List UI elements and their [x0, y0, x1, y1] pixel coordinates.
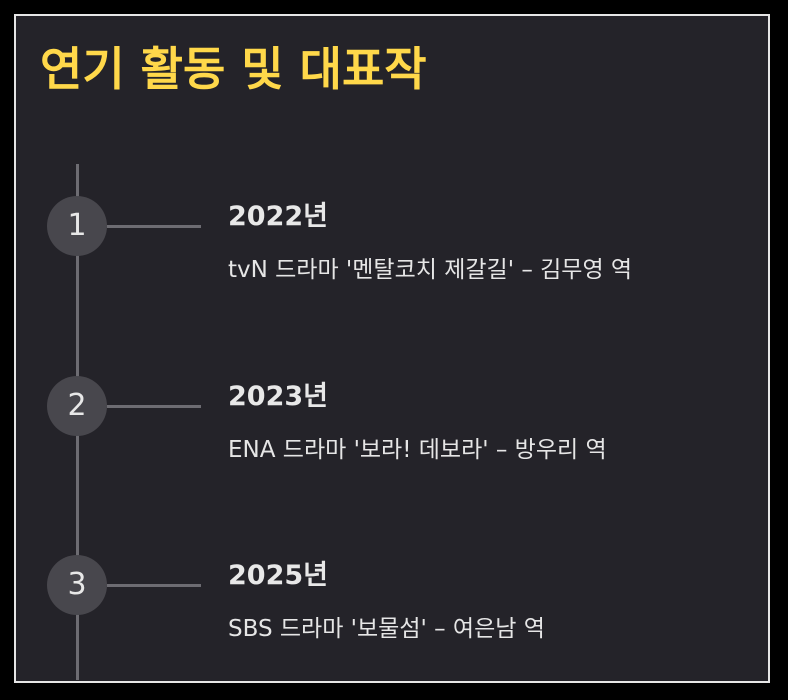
page-title: 연기 활동 및 대표작 [40, 42, 427, 96]
timeline-node-number: 2 [47, 376, 107, 436]
timeline-connector [107, 225, 201, 228]
timeline-connector [107, 405, 201, 408]
timeline-description: SBS 드라마 '보물섬' – 여은남 역 [228, 616, 545, 642]
timeline-year: 2025년 [228, 560, 328, 591]
timeline-entry-3: 3 2025년 SBS 드라마 '보물섬' – 여은남 역 [16, 543, 756, 663]
content-panel: 연기 활동 및 대표작 1 2022년 tvN 드라마 '멘탈코치 제갈길' –… [14, 14, 770, 683]
timeline-description: ENA 드라마 '보라! 데보라' – 방우리 역 [228, 437, 607, 463]
timeline-connector [107, 584, 201, 587]
timeline-year: 2022년 [228, 201, 328, 232]
timeline-year: 2023년 [228, 381, 328, 412]
timeline-node-number: 3 [47, 555, 107, 615]
timeline-entry-2: 2 2023년 ENA 드라마 '보라! 데보라' – 방우리 역 [16, 364, 756, 484]
timeline-description: tvN 드라마 '멘탈코치 제갈길' – 김무영 역 [228, 257, 633, 283]
timeline-entry-1: 1 2022년 tvN 드라마 '멘탈코치 제갈길' – 김무영 역 [16, 184, 756, 304]
timeline-node-number: 1 [47, 196, 107, 256]
